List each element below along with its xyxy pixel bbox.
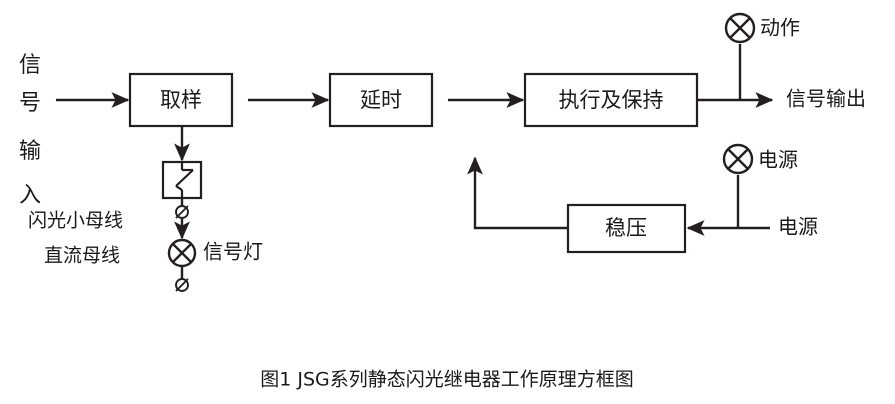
block-execute-label: 执行及保持 [559, 88, 664, 112]
terminal-dc-bus-circle [175, 278, 189, 292]
signal-output-label: 信号输出 [786, 87, 866, 111]
signal-lamp [167, 238, 197, 268]
signal-lamp-label: 信号灯 [203, 240, 263, 264]
signal-input-char-4: 入 [19, 183, 41, 208]
signal-lamp-cross-2 [171, 242, 193, 264]
block-regulator-rect [566, 203, 687, 254]
power-lamp-cross-2 [727, 148, 749, 170]
power-lamp-label: 电源 [758, 148, 798, 172]
signal-input-char-3: 输 [19, 139, 41, 164]
terminal-dc-bus-slash [175, 278, 189, 292]
block-execute: 执行及保持 [523, 72, 699, 128]
signal-input-char-1: 信 [19, 53, 41, 78]
action-lamp-label: 动作 [760, 16, 800, 40]
block-execute-rect [523, 72, 699, 128]
terminal-flash-bus [175, 205, 189, 219]
contact-switch-arm [175, 169, 194, 187]
block-delay: 延时 [328, 72, 434, 128]
action-lamp [724, 12, 756, 44]
figure-caption: 图1 JSG系列静态闪光继电器工作原理方框图 [260, 369, 634, 391]
block-delay-label: 延时 [360, 88, 402, 112]
block-delay-rect [328, 72, 434, 128]
signal-input-char-2: 号 [19, 91, 41, 116]
power-lamp [722, 143, 754, 175]
signal-input-label: 信 号 输 入 [19, 53, 41, 208]
feedback-path [467, 156, 568, 230]
block-regulator-label: 稳压 [605, 216, 647, 240]
contact-switch [161, 160, 203, 200]
block-sampling-label: 取样 [160, 88, 202, 112]
contact-switch-lower-kink [175, 185, 183, 191]
block-regulator: 稳压 [566, 203, 687, 254]
power-input-label: 电源 [778, 215, 818, 239]
dc-bus-label: 直流母线 [44, 245, 120, 267]
action-lamp-cross-2 [729, 17, 751, 39]
block-sampling: 取样 [128, 72, 234, 128]
flash-bus-label: 闪光小母线 [28, 210, 123, 232]
terminal-flash-bus-slash [175, 205, 189, 219]
terminal-dc-bus [175, 278, 189, 292]
